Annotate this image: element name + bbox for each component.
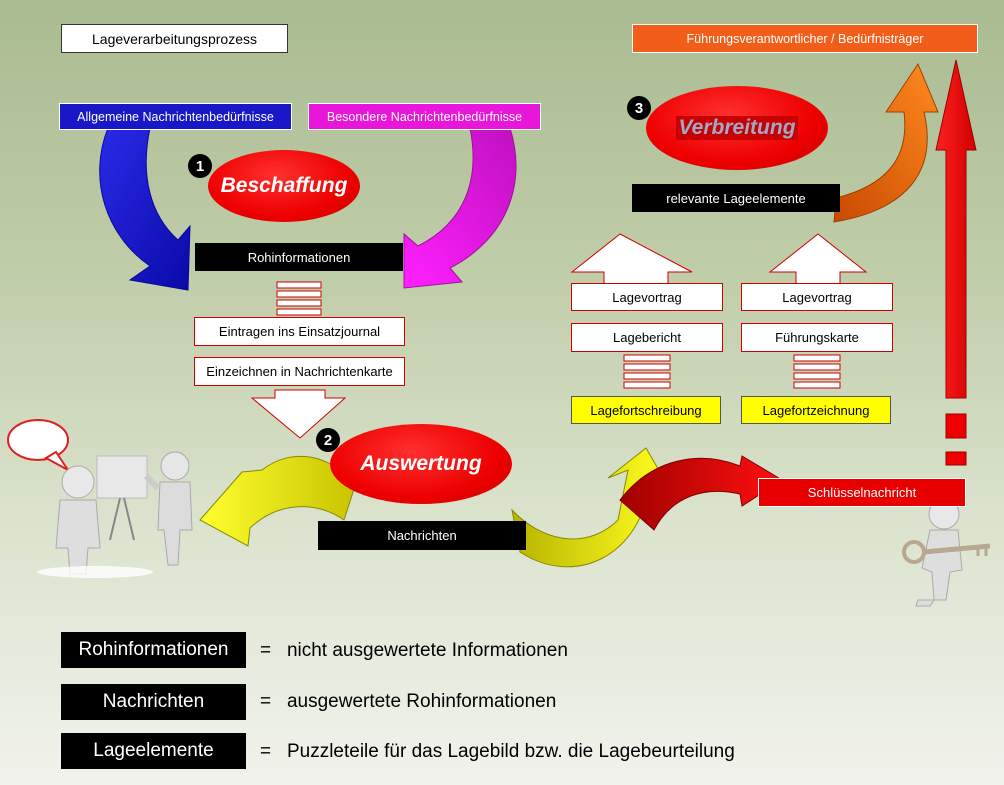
striped-stack-left — [276, 281, 322, 316]
yellow-left-arrow — [199, 455, 356, 547]
legend-definition-lageelemente: Puzzleteile für das Lagebild bzw. die La… — [286, 741, 735, 762]
left-col-lagevortrag: Lagevortrag — [571, 283, 723, 311]
legend-definition-nachrichten: ausgewertete Rohinformationen — [286, 691, 557, 712]
processing-step-journal: Eintragen ins Einsatzjournal — [194, 317, 405, 346]
legend-term-lageelemente: Lageelemente — [61, 733, 246, 769]
striped-stack-mid-left — [623, 354, 671, 389]
step-auswertung: Auswertung — [330, 424, 512, 504]
raw-info-box: Rohinformationen — [195, 243, 403, 271]
right-col-lagefortzeichnung: Lagefortzeichnung — [741, 396, 891, 424]
right-col-fuehrungskarte: Führungskarte — [741, 323, 893, 352]
striped-stack-mid-right — [793, 354, 841, 389]
white-down-arrow — [250, 389, 347, 439]
big-red-up-arrow — [935, 59, 977, 399]
relevant-elements-box: relevante Lageelemente — [632, 184, 840, 212]
legend-equals: = — [260, 640, 272, 661]
step-beschaffung: Beschaffung — [208, 150, 360, 222]
step-2-badge: 2 — [316, 428, 340, 452]
right-col-lagevortrag: Lagevortrag — [741, 283, 893, 311]
red-right-arrow — [619, 455, 783, 531]
step-1-badge: 1 — [188, 154, 212, 178]
white-up-arrow-right — [768, 233, 868, 285]
legend-equals: = — [260, 691, 272, 712]
legend-equals: = — [260, 741, 272, 762]
legend-row-3: = Puzzleteile für das Lagebild bzw. die … — [260, 741, 735, 763]
blue-curved-arrow — [99, 127, 191, 291]
left-col-lagefortschreibung: Lagefortschreibung — [571, 396, 721, 424]
legend-definition-rohinformationen: nicht ausgewertete Informationen — [286, 640, 568, 661]
white-up-arrow-left — [570, 233, 693, 285]
step-verbreitung: Verbreitung — [646, 86, 828, 170]
processing-step-map: Einzeichnen in Nachrichtenkarte — [194, 357, 405, 386]
diagram-title: Lageverarbeitungsprozess — [61, 24, 288, 53]
messages-box: Nachrichten — [318, 521, 526, 550]
left-col-lagebericht: Lagebericht — [571, 323, 723, 352]
legend-term-rohinformationen: Rohinformationen — [61, 632, 246, 668]
step-verbreitung-label: Verbreitung — [676, 116, 798, 140]
legend-row-1: = nicht ausgewertete Informationen — [260, 640, 568, 662]
presenter-figure — [7, 419, 193, 578]
red-dash-1 — [945, 413, 967, 439]
red-dash-2 — [945, 451, 967, 466]
key-message-box: Schlüsselnachricht — [758, 478, 966, 507]
legend-term-nachrichten: Nachrichten — [61, 684, 246, 720]
legend-row-2: = ausgewertete Rohinformationen — [260, 691, 556, 713]
step-3-badge: 3 — [627, 96, 651, 120]
general-needs-box: Allgemeine Nachrichtenbedürfnisse — [59, 103, 292, 130]
orange-curved-arrow — [833, 62, 939, 223]
key-figure — [902, 498, 991, 607]
magenta-curved-arrow — [403, 127, 517, 289]
decision-maker-box: Führungsverantwortlicher / Bedürfnisträg… — [632, 24, 978, 53]
special-needs-box: Besondere Nachrichtenbedürfnisse — [308, 103, 541, 130]
